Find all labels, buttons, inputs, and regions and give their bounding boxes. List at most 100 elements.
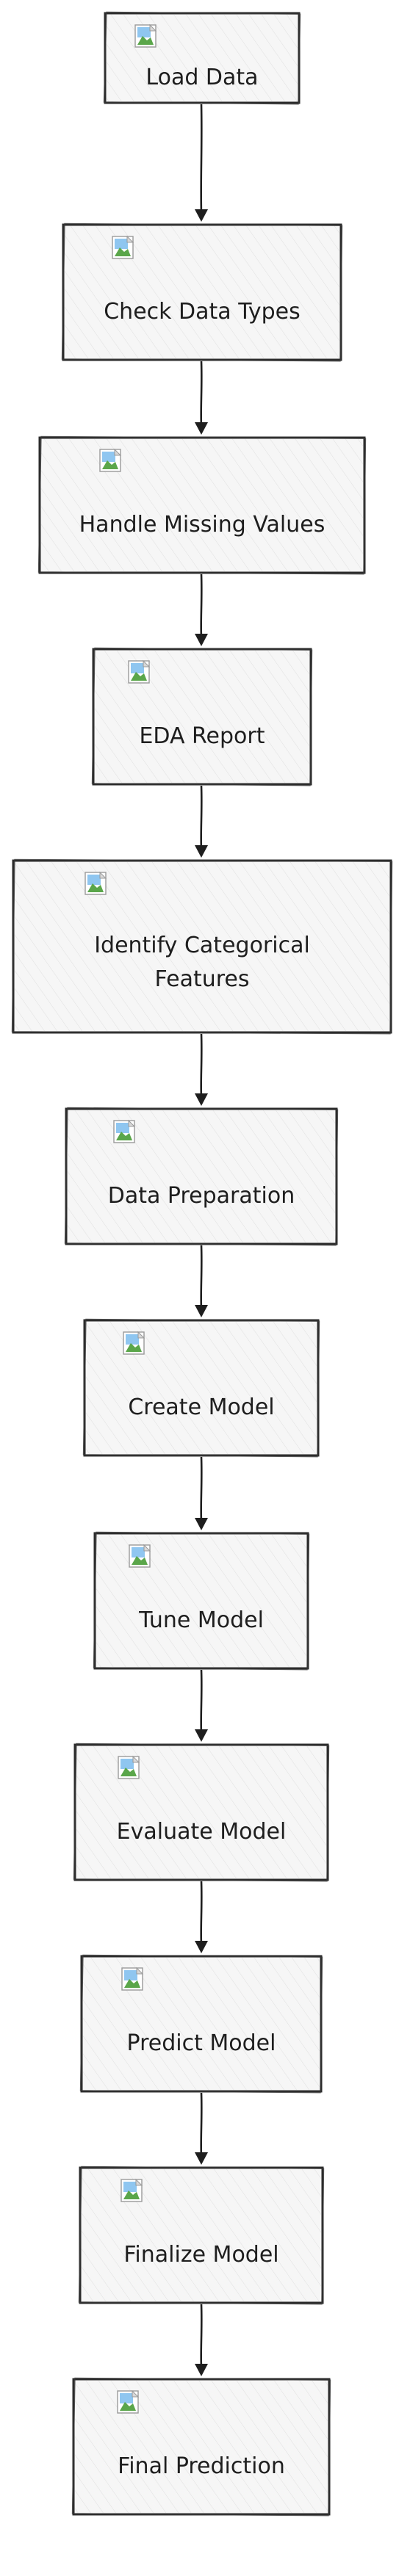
arrowhead-icon xyxy=(195,1518,208,1530)
node-sketch-outline xyxy=(64,1107,339,1246)
edge-identify-categorical-features-to-data-preparation xyxy=(195,1033,208,1106)
broken-image-icon xyxy=(123,1331,145,1355)
node-label-line: Evaluate Model xyxy=(117,1819,287,1845)
broken-image-icon xyxy=(84,871,107,895)
node-label: Finalize Model xyxy=(123,2242,278,2268)
arrowhead-icon xyxy=(195,845,208,858)
edge-line xyxy=(200,2092,203,2157)
edge-line xyxy=(200,1033,203,1098)
node-hatch-fill xyxy=(86,1322,317,1454)
edge-line xyxy=(200,1881,203,1945)
node-hatch-fill xyxy=(75,2381,328,2513)
node-label-line: Identify Categorical xyxy=(94,933,310,958)
edge-check-data-types-to-handle-missing-values xyxy=(195,361,208,435)
node-label: EDA Report xyxy=(139,723,265,749)
arrowhead-icon xyxy=(195,1305,208,1317)
edges-layer xyxy=(195,104,208,2376)
node-label: Data Preparation xyxy=(108,1183,295,1209)
arrowhead-icon xyxy=(195,1093,208,1106)
node-sketch-outline xyxy=(91,647,313,786)
node-hatch-fill xyxy=(41,439,363,571)
node-finalize-model: Finalize Model xyxy=(78,2166,325,2305)
node-evaluate-model: Evaluate Model xyxy=(73,1743,330,1882)
node-predict-model: Predict Model xyxy=(79,1954,323,2094)
node-sketch-outline xyxy=(103,11,301,105)
node-label: Evaluate Model xyxy=(117,1819,287,1845)
node-hatch-fill xyxy=(65,226,339,358)
arrowhead-icon xyxy=(195,209,208,222)
edge-load-data-to-check-data-types xyxy=(195,104,208,222)
node-label: Predict Model xyxy=(127,2030,276,2056)
edge-evaluate-model-to-predict-model xyxy=(195,1881,208,1953)
broken-image-icon xyxy=(128,659,151,684)
node-label-line: Features xyxy=(155,966,250,992)
node-label-line: Tune Model xyxy=(138,1607,264,1633)
arrowhead-icon xyxy=(195,634,208,646)
edge-line xyxy=(200,361,203,427)
node-hatch-fill xyxy=(83,1958,320,2090)
node-sketch-outline xyxy=(61,222,343,362)
node-sketch-outline xyxy=(71,2377,331,2517)
edge-line xyxy=(200,1456,203,1522)
node-sketch-outline xyxy=(93,1531,310,1671)
node-label-line: Handle Missing Values xyxy=(79,512,326,538)
node-label-line: Load Data xyxy=(145,65,258,90)
broken-image-icon xyxy=(121,1967,144,1991)
edge-line xyxy=(200,574,203,638)
node-label: Final Prediction xyxy=(118,2453,285,2479)
node-data-preparation: Data Preparation xyxy=(64,1107,339,1246)
edge-line xyxy=(200,1669,203,1734)
node-hatch-fill xyxy=(96,1535,306,1667)
node-sketch-outline xyxy=(11,858,393,1035)
edge-handle-missing-values-to-eda-report xyxy=(195,574,208,646)
node-label: Tune Model xyxy=(138,1607,264,1633)
edge-line xyxy=(200,104,203,214)
node-eda-report: EDA Report xyxy=(91,647,313,786)
node-sketch-outline xyxy=(37,435,367,575)
node-handle-missing-values: Handle Missing Values xyxy=(37,435,367,575)
node-tune-model: Tune Model xyxy=(93,1531,310,1671)
node-hatch-fill xyxy=(76,1746,326,1878)
edge-create-model-to-tune-model xyxy=(195,1456,208,1530)
arrowhead-icon xyxy=(195,422,208,435)
arrowhead-icon xyxy=(195,1729,208,1742)
broken-image-icon xyxy=(118,1755,140,1779)
broken-image-icon xyxy=(129,1544,151,1568)
edge-line xyxy=(200,785,203,850)
edge-eda-report-to-identify-categorical-features xyxy=(195,785,208,858)
node-hatch-fill xyxy=(68,1110,335,1242)
edge-tune-model-to-evaluate-model xyxy=(195,1669,208,1742)
node-label: Check Data Types xyxy=(104,299,301,325)
node-sketch-outline xyxy=(82,1318,320,1458)
edge-predict-model-to-finalize-model xyxy=(195,2092,208,2165)
broken-image-icon xyxy=(134,23,157,48)
node-label-line: EDA Report xyxy=(139,723,265,749)
edge-line xyxy=(200,1245,203,1309)
node-label-line: Data Preparation xyxy=(108,1183,295,1209)
edge-finalize-model-to-final-prediction xyxy=(195,2304,208,2376)
edge-data-preparation-to-create-model xyxy=(195,1245,208,1317)
node-label: Load Data xyxy=(145,65,258,90)
node-load-data: Load Data xyxy=(103,11,301,105)
node-final-prediction: Final Prediction xyxy=(71,2377,331,2517)
node-sketch-outline xyxy=(78,2166,325,2305)
node-create-model: Create Model xyxy=(82,1318,320,1458)
node-check-data-types: Check Data Types xyxy=(61,222,343,362)
edge-line xyxy=(200,2304,203,2368)
node-hatch-fill xyxy=(82,2169,321,2301)
node-hatch-fill xyxy=(95,651,309,783)
node-label: Handle Missing Values xyxy=(79,512,326,538)
node-sketch-outline xyxy=(79,1954,323,2094)
arrowhead-icon xyxy=(195,1941,208,1953)
node-label: Create Model xyxy=(128,1394,274,1420)
node-label-line: Create Model xyxy=(128,1394,274,1420)
node-label-line: Finalize Model xyxy=(123,2242,278,2268)
node-sketch-outline xyxy=(73,1743,330,1882)
broken-image-icon xyxy=(121,2178,143,2202)
broken-image-icon xyxy=(112,235,134,259)
node-label-line: Predict Model xyxy=(127,2030,276,2056)
broken-image-icon xyxy=(117,2389,140,2414)
